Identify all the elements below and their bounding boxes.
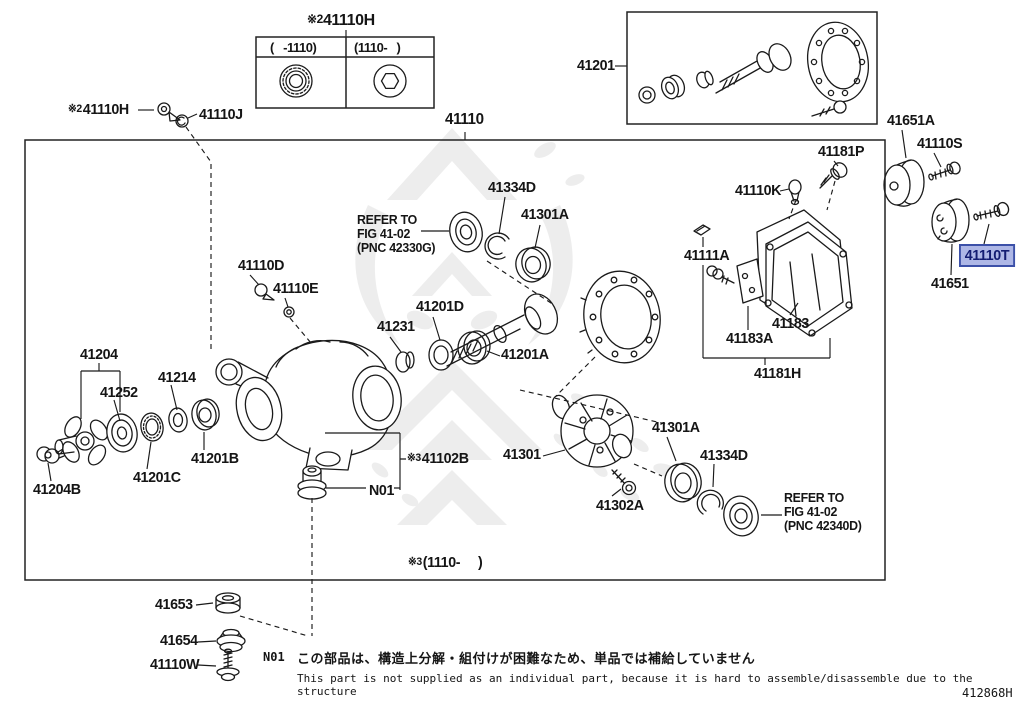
oil-seal-snapring-bearing-upper	[449, 211, 551, 283]
differential-case	[551, 394, 759, 537]
alignment-dashed-lines	[185, 126, 836, 637]
differential-carrier-housing	[215, 283, 402, 500]
variant-table-title-prefix: ※2	[307, 12, 323, 26]
part-label-N01: N01	[369, 482, 395, 499]
diagram-code: 412868H	[962, 686, 1013, 700]
part-label-41111A[interactable]: 41111A	[684, 247, 730, 264]
part-label-41110E[interactable]: 41110E	[273, 280, 319, 297]
part-label-41110H[interactable]: ※241110H	[68, 101, 129, 118]
part-label-41302A[interactable]: 41302A	[596, 497, 644, 514]
companion-flange-cluster	[36, 398, 220, 466]
main-assembly-box	[24, 139, 886, 581]
ring-gear	[579, 270, 661, 364]
part-label-41110[interactable]: 41110	[445, 111, 484, 128]
part-label-41301A[interactable]: 41301A	[521, 206, 569, 223]
part-label-41334D[interactable]: 41334D	[488, 179, 536, 196]
part-label-41110K[interactable]: 41110K	[735, 182, 782, 199]
part-label-41110J[interactable]: 41110J	[199, 106, 243, 123]
part-label-41231[interactable]: 41231	[377, 318, 415, 335]
part-label-41201D[interactable]: 41201D	[416, 298, 464, 315]
note-production-range: ※3(1110- )	[408, 554, 483, 571]
part-label-41102B-prefix: ※3	[407, 452, 421, 464]
leader-lines	[47, 30, 990, 667]
part-label-41183[interactable]: 41183	[772, 315, 809, 332]
part-label-41201B[interactable]: 41201B	[191, 450, 239, 467]
part-label-41301[interactable]: 41301	[503, 446, 541, 463]
part-label-41334D-2[interactable]: 41334D	[700, 447, 748, 464]
part-label-41651A[interactable]: 41651A	[887, 112, 935, 129]
part-label-41183A[interactable]: 41183A	[726, 330, 773, 347]
pinion-and-bearings	[395, 293, 559, 373]
footnote-english: This part is not supplied as an individu…	[297, 672, 973, 698]
part-label-41204B[interactable]: 41204B	[33, 481, 81, 498]
variant-table-col-left: ( -1110)	[270, 40, 317, 55]
filler-plug-icon	[157, 102, 189, 128]
part-label-41252[interactable]: 41252	[100, 384, 138, 401]
note-production-range-prefix: ※3	[408, 556, 422, 568]
rear-mount-cushions	[883, 159, 1010, 243]
part-label-41181H[interactable]: 41181H	[754, 365, 801, 382]
part-label-41110H-prefix: ※2	[68, 103, 82, 115]
part-label-41110T[interactable]: 41110T	[959, 244, 1015, 267]
watermark-emblem	[342, 128, 677, 525]
part-label-41110D[interactable]: 41110D	[238, 257, 285, 274]
drive-pinion-kit	[638, 21, 869, 117]
part-label-41651[interactable]: 41651	[931, 275, 969, 292]
footnote-japanese: この部品は、構造上分解・組付けが困難なため、単品では補給していません	[297, 651, 756, 666]
part-label-41214[interactable]: 41214	[158, 369, 196, 386]
footnote-n01-code: N01	[263, 650, 285, 664]
part-label-41201A[interactable]: 41201A	[501, 346, 549, 363]
rear-cover-cluster	[693, 162, 853, 337]
part-label-41110W[interactable]: 41110W	[150, 656, 200, 673]
bearing-variant-icons	[279, 64, 407, 98]
part-label-41201C[interactable]: 41201C	[133, 469, 181, 486]
part-label-41201[interactable]: 41201	[577, 57, 615, 74]
part-label-41653[interactable]: 41653	[155, 596, 193, 613]
breather-plug-parts	[215, 592, 246, 682]
pinion-kit-box	[626, 11, 878, 125]
part-label-41654[interactable]: 41654	[160, 632, 198, 649]
variant-table-title: ※241110H	[307, 12, 375, 29]
part-label-41181P[interactable]: 41181P	[818, 143, 865, 160]
part-label-41301A-2[interactable]: 41301A	[652, 419, 700, 436]
frame-boxes	[24, 11, 886, 581]
variant-table-box	[255, 36, 435, 109]
variant-table-col-right: (1110- )	[354, 40, 401, 55]
part-label-41204[interactable]: 41204	[80, 346, 118, 363]
part-label-41102B[interactable]: ※341102B	[407, 450, 469, 467]
part-label-41110S[interactable]: 41110S	[917, 135, 963, 152]
